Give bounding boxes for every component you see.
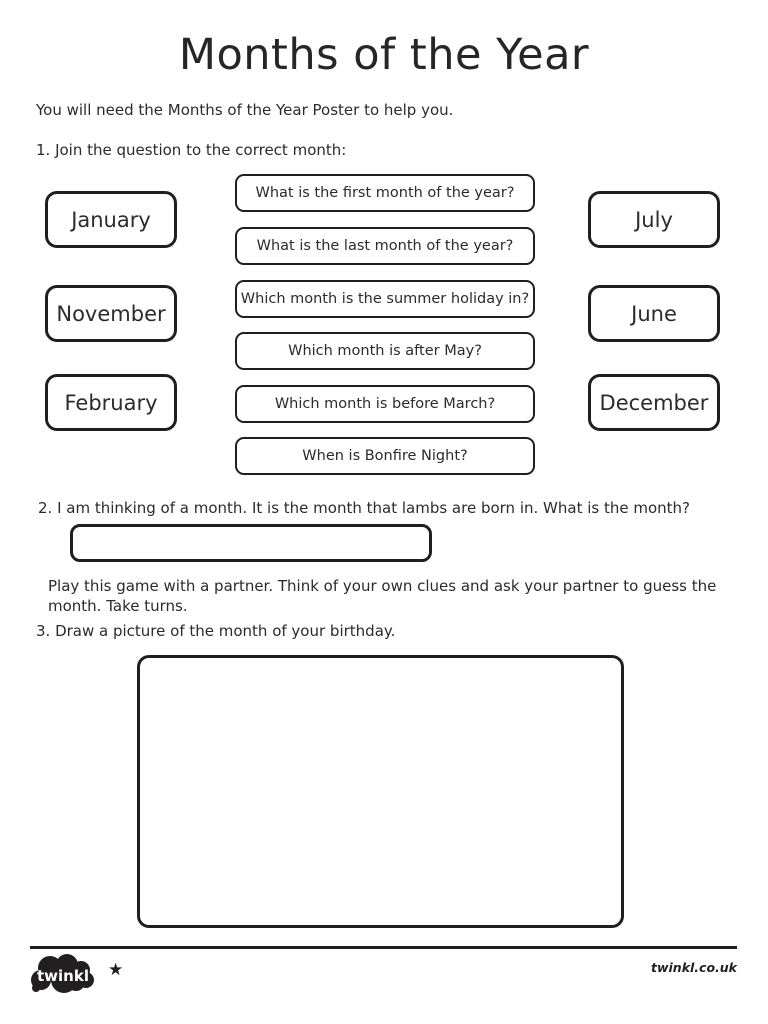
month-label: December bbox=[599, 390, 709, 415]
month-box-february[interactable]: February bbox=[45, 374, 177, 431]
question-label: What is the last month of the year? bbox=[256, 238, 514, 254]
footer-site-text: twinkl.co.uk bbox=[650, 960, 737, 975]
partner-note: Play this game with a partner. Think of … bbox=[48, 577, 717, 615]
month-label: July bbox=[635, 207, 673, 232]
question-box-after-may[interactable]: Which month is after May? bbox=[235, 332, 535, 370]
activity2-label: 2. I am thinking of a month. It is the m… bbox=[38, 499, 691, 517]
month-box-december[interactable]: December bbox=[588, 374, 720, 431]
answer-box[interactable] bbox=[70, 524, 432, 562]
month-box-june[interactable]: June bbox=[588, 285, 720, 342]
month-label: November bbox=[56, 301, 166, 326]
activity1-label: 1. Join the question to the correct mont… bbox=[36, 141, 347, 159]
drawing-box[interactable] bbox=[137, 655, 624, 928]
month-box-january[interactable]: January bbox=[45, 191, 177, 248]
question-box-first-month[interactable]: What is the first month of the year? bbox=[235, 174, 535, 212]
question-box-last-month[interactable]: What is the last month of the year? bbox=[235, 227, 535, 265]
month-label: January bbox=[71, 207, 151, 232]
question-label: When is Bonfire Night? bbox=[302, 448, 468, 464]
activity3-label: 3. Draw a picture of the month of your b… bbox=[36, 622, 396, 640]
intro-text: You will need the Months of the Year Pos… bbox=[36, 101, 454, 119]
question-box-summer-holiday[interactable]: Which month is the summer holiday in? bbox=[235, 280, 535, 318]
question-label: Which month is after May? bbox=[288, 343, 482, 359]
month-box-july[interactable]: July bbox=[588, 191, 720, 248]
page-title: Months of the Year bbox=[178, 30, 590, 80]
star-icon: ★ bbox=[108, 960, 124, 980]
month-label: February bbox=[64, 390, 158, 415]
question-label: Which month is before March? bbox=[274, 396, 496, 412]
footer-divider bbox=[30, 946, 737, 949]
month-box-november[interactable]: November bbox=[45, 285, 177, 342]
twinkl-logo-text: twinkl bbox=[37, 967, 89, 985]
question-box-before-march[interactable]: Which month is before March? bbox=[235, 385, 535, 423]
twinkl-logo: twinkl bbox=[31, 954, 94, 993]
month-label: June bbox=[631, 301, 677, 326]
question-label: Which month is the summer holiday in? bbox=[240, 291, 530, 307]
question-label: What is the first month of the year? bbox=[255, 185, 515, 201]
question-box-bonfire-night[interactable]: When is Bonfire Night? bbox=[235, 437, 535, 475]
